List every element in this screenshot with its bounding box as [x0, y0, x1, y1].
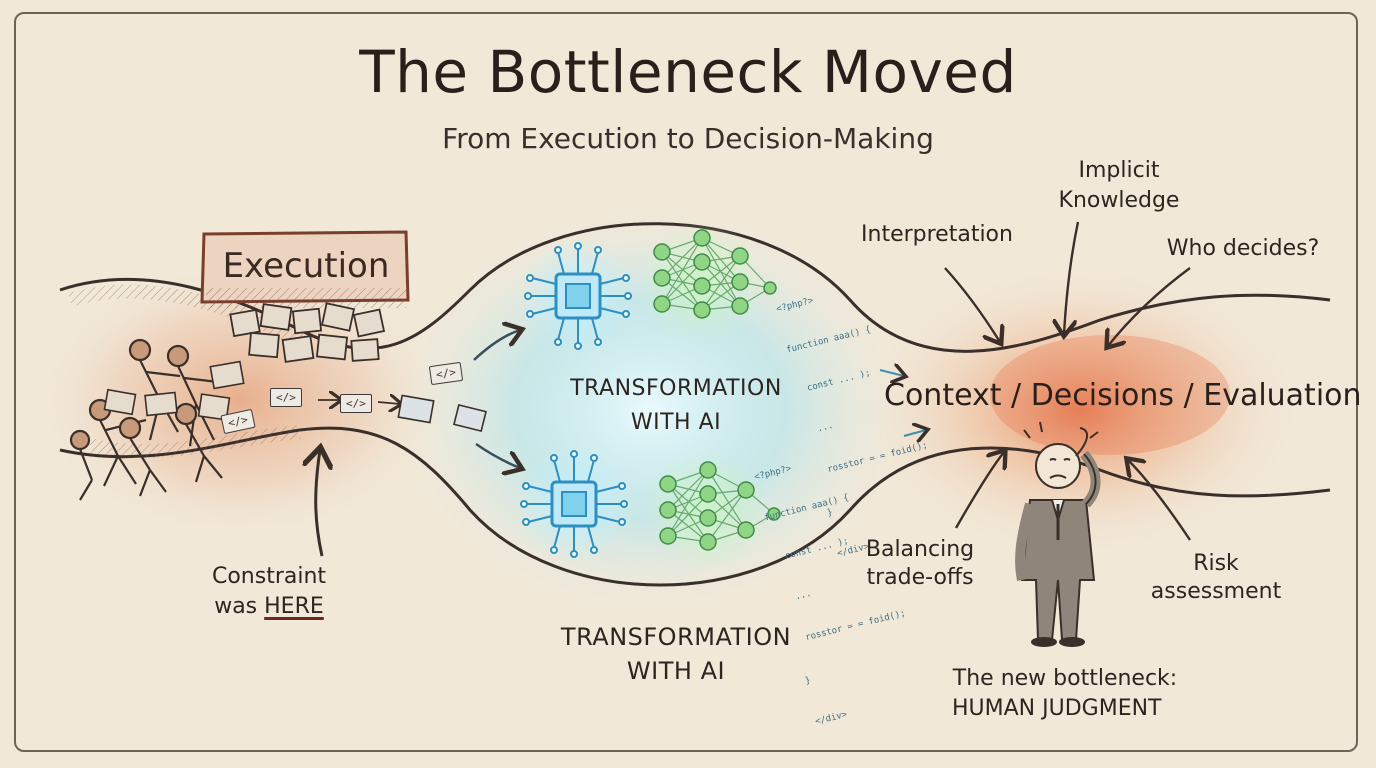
split-arrow-up [473, 330, 520, 361]
neural-network-icon-lower [644, 448, 781, 572]
pushing-workers-icon [69, 338, 223, 501]
constraint-label: Constraint was HERE [196, 562, 342, 622]
constraint-arrow [316, 450, 322, 557]
constraint-was: was [214, 594, 265, 619]
code-tag-2: </> [340, 394, 372, 413]
transformation-bottom-line-1: TRANSFORMATION [560, 623, 792, 651]
new-bottleneck-line-1: The new bottleneck: [952, 666, 1178, 691]
constraint-here: HERE [264, 594, 324, 619]
thinking-person-icon [1015, 421, 1101, 647]
ai-chip-icon [520, 238, 636, 354]
implicit-knowledge-label: Implicit Knowledge [1044, 156, 1194, 216]
code-line: rosstor = = foid(); [793, 608, 907, 646]
code-line: function aaa() { [785, 324, 872, 356]
new-bottleneck-line-2: HUMAN JUDGMENT [952, 696, 1162, 721]
code-line: <?php?> [775, 295, 815, 315]
balancing-line-2: trade-offs [866, 565, 974, 590]
code-line: <?php?> [753, 463, 793, 483]
constraint-line-2: was HERE [196, 592, 342, 622]
split-arrow-down [475, 442, 520, 468]
transformation-top-line-1: TRANSFORMATION [570, 376, 782, 401]
transformation-bottom-line-2: WITH AI [626, 657, 726, 685]
constraint-line-1: Constraint [211, 564, 327, 589]
work-blocks-pile [229, 302, 386, 363]
page-frame [14, 12, 1358, 752]
flying-pages [397, 394, 487, 433]
context-decisions-evaluation-label: Context / Decisions / Evaluation [884, 378, 1362, 413]
who-decides-label: Who decides? [1166, 236, 1320, 261]
execution-label: Execution [222, 246, 390, 286]
page-subtitle: From Execution to Decision-Making [442, 122, 934, 155]
risk-line-2: assessment [1150, 579, 1282, 604]
transformation-label-top: TRANSFORMATION WITH AI [560, 372, 792, 440]
carried-pages [103, 360, 245, 421]
ai-chip-icon-lower [516, 446, 632, 562]
transformation-label-bottom: TRANSFORMATION WITH AI [556, 620, 796, 688]
right-glow [850, 260, 1310, 560]
neural-network-icon [638, 220, 777, 344]
code-line: } [804, 675, 812, 687]
balancing-tradeoffs-label: Balancing trade-offs [858, 536, 982, 592]
risk-line-1: Risk [1193, 551, 1239, 576]
interpretation-label: Interpretation [861, 222, 1013, 247]
risk-assessment-label: Risk assessment [1146, 550, 1286, 606]
page-title: The Bottleneck Moved [359, 38, 1017, 106]
code-line: function aaa() { [763, 492, 850, 524]
transformation-top-line-2: WITH AI [630, 410, 722, 435]
implicit-line-2: Knowledge [1058, 188, 1180, 213]
new-bottleneck-label: The new bottleneck: HUMAN JUDGMENT [952, 664, 1178, 724]
code-tag-1: </> [270, 388, 302, 407]
execution-box [200, 230, 410, 304]
balancing-line-1: Balancing [865, 537, 975, 562]
implicit-line-1: Implicit [1078, 158, 1160, 183]
pressure-arrows [944, 221, 1191, 541]
